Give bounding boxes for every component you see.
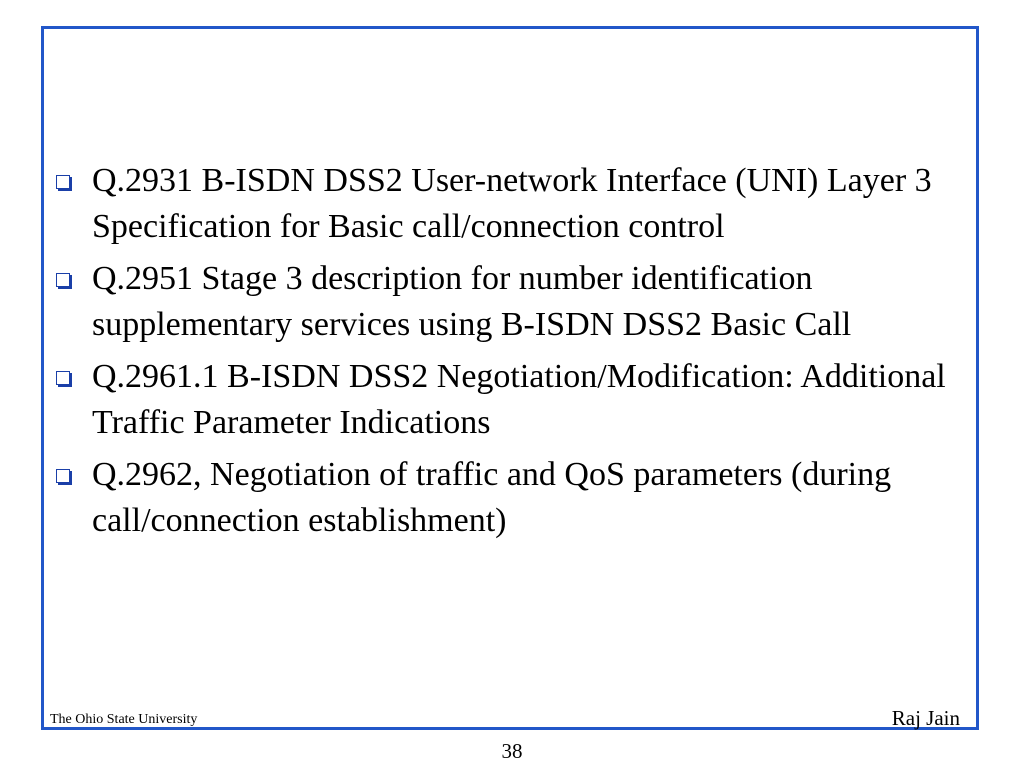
- list-item: Q.2951 Stage 3 description for number id…: [56, 256, 956, 348]
- footer-institution: The Ohio State University: [50, 712, 198, 727]
- list-item: Q.2962, Negotiation of traffic and QoS p…: [56, 452, 956, 544]
- footer-author: Raj Jain: [891, 706, 960, 730]
- square-bullet-icon: [56, 371, 70, 385]
- bullet-text: Q.2962, Negotiation of traffic and QoS p…: [92, 456, 892, 539]
- slide-frame: [41, 26, 979, 730]
- bullet-text: Q.2961.1 B-ISDN DSS2 Negotiation/Modific…: [92, 358, 946, 441]
- square-bullet-icon: [56, 175, 70, 189]
- bullet-text: Q.2931 B-ISDN DSS2 User-network Interfac…: [92, 162, 932, 245]
- page-number: 38: [501, 739, 523, 763]
- list-item: Q.2931 B-ISDN DSS2 User-network Interfac…: [56, 158, 956, 250]
- bullet-list: Q.2931 B-ISDN DSS2 User-network Interfac…: [56, 158, 956, 550]
- bullet-text: Q.2951 Stage 3 description for number id…: [92, 260, 852, 343]
- square-bullet-icon: [56, 273, 70, 287]
- list-item: Q.2961.1 B-ISDN DSS2 Negotiation/Modific…: [56, 354, 956, 446]
- square-bullet-icon: [56, 469, 70, 483]
